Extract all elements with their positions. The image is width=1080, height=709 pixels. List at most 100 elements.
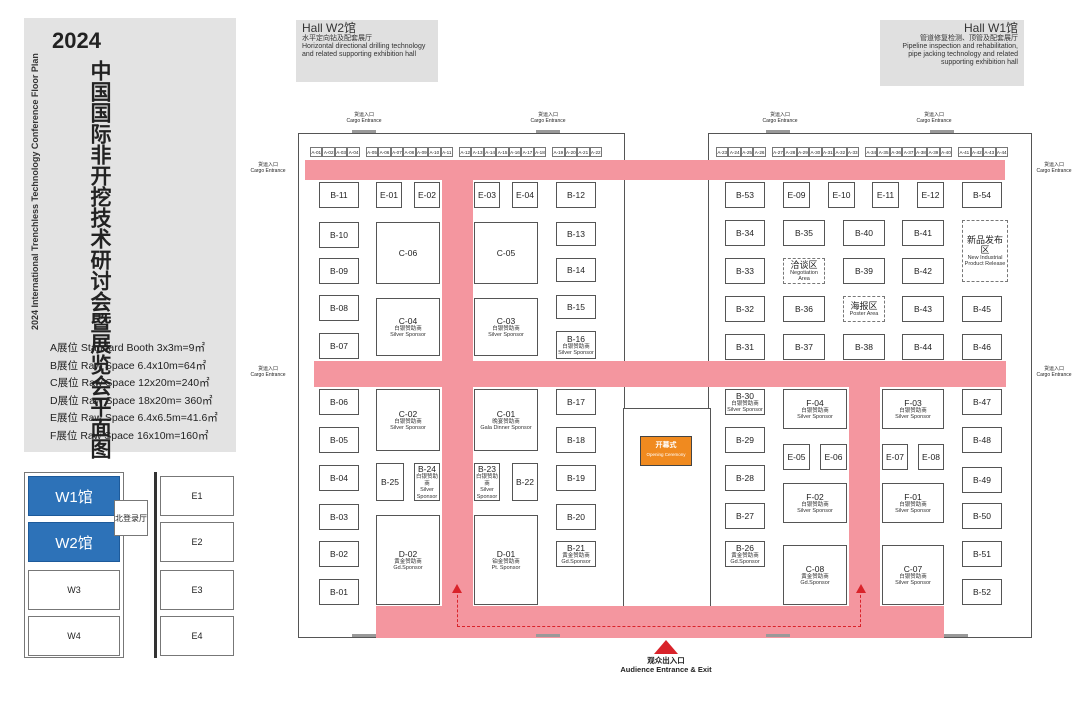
booth-a[interactable]: A-16	[508, 147, 522, 157]
booth-a[interactable]: A-21	[577, 147, 590, 157]
booth-a[interactable]: A-44	[995, 147, 1008, 157]
booth-a[interactable]: A-34	[864, 147, 878, 157]
booth-b09[interactable]: B-09	[319, 258, 359, 284]
booth-a[interactable]: A-08	[403, 147, 416, 157]
booth-a[interactable]: A-14	[483, 147, 497, 157]
booth-b07[interactable]: B-07	[319, 333, 359, 359]
booth-a[interactable]: A-19	[552, 147, 565, 157]
booth-b52[interactable]: B-52	[962, 579, 1002, 605]
booth-b10[interactable]: B-10	[319, 222, 359, 248]
booth-b18[interactable]: B-18	[556, 427, 596, 453]
booth-b17[interactable]: B-17	[556, 389, 596, 415]
booth-e10[interactable]: E-10	[828, 182, 855, 208]
booth-b41[interactable]: B-41	[902, 220, 944, 246]
booth-b45[interactable]: B-45	[962, 296, 1002, 322]
booth-b48[interactable]: B-48	[962, 427, 1002, 453]
opening-ceremony-stage[interactable]: 开幕式 Opening Ceremony	[640, 436, 692, 466]
booth-b22[interactable]: B-22	[512, 463, 538, 501]
booth-b20[interactable]: B-20	[556, 504, 596, 530]
booth-a[interactable]: A-07	[390, 147, 404, 157]
booth-b32[interactable]: B-32	[725, 296, 765, 322]
booth-e11[interactable]: E-11	[872, 182, 899, 208]
booth-b02[interactable]: B-02	[319, 541, 359, 567]
booth-b39[interactable]: B-39	[843, 258, 885, 284]
booth-b11[interactable]: B-11	[319, 182, 359, 208]
booth-b34[interactable]: B-34	[725, 220, 765, 246]
booth-b29[interactable]: B-29	[725, 427, 765, 453]
booth-c05[interactable]: C-05	[474, 222, 538, 284]
booth-a[interactable]: A-41	[958, 147, 971, 157]
booth-a[interactable]: A-42	[970, 147, 984, 157]
booth-c06[interactable]: C-06	[376, 222, 440, 284]
booth-a[interactable]: A-31	[821, 147, 835, 157]
booth-b35[interactable]: B-35	[783, 220, 825, 246]
booth-e05[interactable]: E-05	[783, 444, 810, 470]
booth-b08[interactable]: B-08	[319, 295, 359, 321]
minimap-hall-w3[interactable]: W3	[28, 570, 120, 610]
booth-a[interactable]: A-38	[914, 147, 928, 157]
booth-e01[interactable]: E-01	[376, 182, 402, 208]
booth-e04[interactable]: E-04	[512, 182, 538, 208]
booth-b49[interactable]: B-49	[962, 467, 1002, 493]
booth-a[interactable]: A-35	[877, 147, 890, 157]
booth-a[interactable]: A-18	[533, 147, 547, 157]
minimap-hall-w2[interactable]: W2馆	[28, 522, 120, 562]
booth-a[interactable]: A-09	[415, 147, 429, 157]
booth-a[interactable]: A-03	[334, 147, 348, 157]
booth-a[interactable]: A-24	[728, 147, 741, 157]
booth-a[interactable]: A-15	[496, 147, 509, 157]
booth-b12[interactable]: B-12	[556, 182, 596, 208]
booth-b42[interactable]: B-42	[902, 258, 944, 284]
booth-b27[interactable]: B-27	[725, 503, 765, 529]
booth-b03[interactable]: B-03	[319, 504, 359, 530]
booth-a[interactable]: A-05	[365, 147, 379, 157]
booth-b47[interactable]: B-47	[962, 389, 1002, 415]
booth-b36[interactable]: B-36	[783, 296, 825, 322]
booth-a[interactable]: A-01	[310, 147, 323, 157]
booth-b46[interactable]: B-46	[962, 334, 1002, 360]
minimap-hall-e4[interactable]: E4	[160, 616, 234, 656]
booth-a[interactable]: A-23	[716, 147, 729, 157]
booth-a[interactable]: A-43	[983, 147, 996, 157]
booth-a[interactable]: A-25	[740, 147, 754, 157]
booth-a[interactable]: A-13	[471, 147, 484, 157]
booth-a[interactable]: A-17	[521, 147, 534, 157]
booth-b05[interactable]: B-05	[319, 427, 359, 453]
booth-e03[interactable]: E-03	[474, 182, 500, 208]
booth-b51[interactable]: B-51	[962, 541, 1002, 567]
booth-a[interactable]: A-30	[809, 147, 822, 157]
booth-b06[interactable]: B-06	[319, 389, 359, 415]
booth-e08[interactable]: E-08	[918, 444, 944, 470]
booth-a[interactable]: A-36	[889, 147, 903, 157]
booth-a[interactable]: A-02	[322, 147, 335, 157]
booth-b40[interactable]: B-40	[843, 220, 885, 246]
booth-b38[interactable]: B-38	[843, 334, 885, 360]
booth-a[interactable]: A-06	[378, 147, 391, 157]
booth-b19[interactable]: B-19	[556, 465, 596, 491]
booth-a[interactable]: A-22	[589, 147, 602, 157]
booth-b14[interactable]: B-14	[556, 258, 596, 282]
minimap-hall-e3[interactable]: E3	[160, 570, 234, 610]
booth-b43[interactable]: B-43	[902, 296, 944, 322]
booth-b31[interactable]: B-31	[725, 334, 765, 360]
booth-b28[interactable]: B-28	[725, 465, 765, 491]
booth-a[interactable]: A-11	[440, 147, 453, 157]
booth-b15[interactable]: B-15	[556, 295, 596, 319]
audience-entrance[interactable]: 观众出入口 Audience Entrance & Exit	[606, 656, 726, 674]
booth-a[interactable]: A-40	[939, 147, 953, 157]
minimap-hall-e2[interactable]: E2	[160, 522, 234, 562]
minimap-hall-e1[interactable]: E1	[160, 476, 234, 516]
